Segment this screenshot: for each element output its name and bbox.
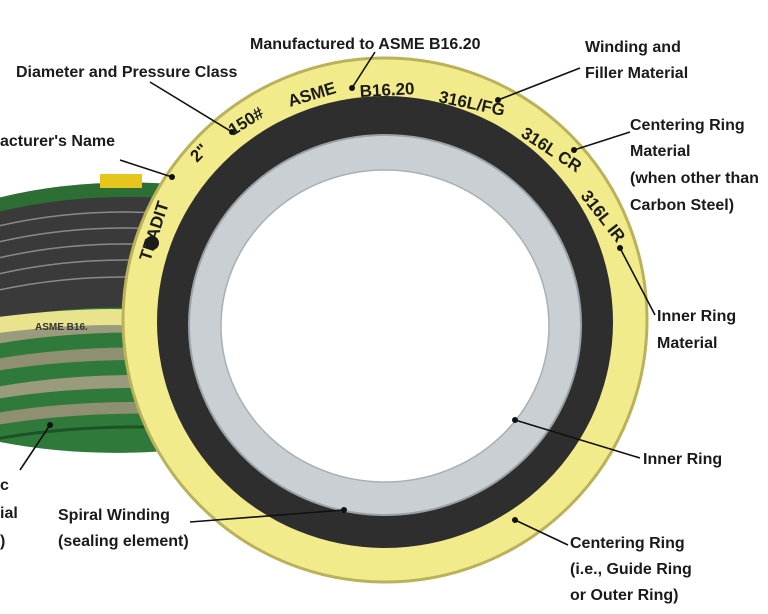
label-centering-ring-2: (i.e., Guide Ring	[570, 561, 692, 578]
back-tab	[100, 174, 142, 188]
label-centering-material-3: (when other than	[630, 170, 759, 187]
label-manufactured: Manufactured to ASME B16.20	[250, 36, 481, 53]
labels: Manufactured to ASME B16.20 Diameter and…	[0, 36, 759, 604]
label-inner-ring: Inner Ring	[643, 451, 722, 468]
label-spiral-winding-1: Spiral Winding	[58, 507, 170, 524]
label-centering-material-1: Centering Ring	[630, 117, 745, 134]
label-spiral-winding-2: (sealing element)	[58, 533, 189, 550]
label-centering-material-2: Material	[630, 143, 690, 160]
label-left-fragment-1: c	[0, 477, 9, 494]
label-centering-ring-1: Centering Ring	[570, 535, 685, 552]
back-gasket-text: ASME B16.	[35, 322, 88, 333]
label-inner-ring-material-1: Inner Ring	[657, 308, 736, 325]
label-left-fragment-2: ial	[0, 505, 18, 522]
label-centering-material-4: Carbon Steel)	[630, 197, 734, 214]
label-winding-filler-1: Winding and	[585, 39, 681, 56]
label-diameter: Diameter and Pressure Class	[16, 64, 238, 81]
label-centering-ring-3: or Outer Ring)	[570, 587, 678, 604]
leader-lines	[19, 51, 656, 546]
brand-logo-icon	[145, 236, 159, 250]
label-winding-filler-2: Filler Material	[585, 65, 688, 82]
front-gasket	[121, 56, 649, 584]
ring-spec: B16.20	[359, 79, 415, 101]
label-left-fragment-3: )	[0, 533, 5, 550]
label-inner-ring-material-2: Material	[657, 335, 717, 352]
bore	[220, 169, 550, 483]
label-manufacturer: acturer's Name	[0, 133, 115, 150]
